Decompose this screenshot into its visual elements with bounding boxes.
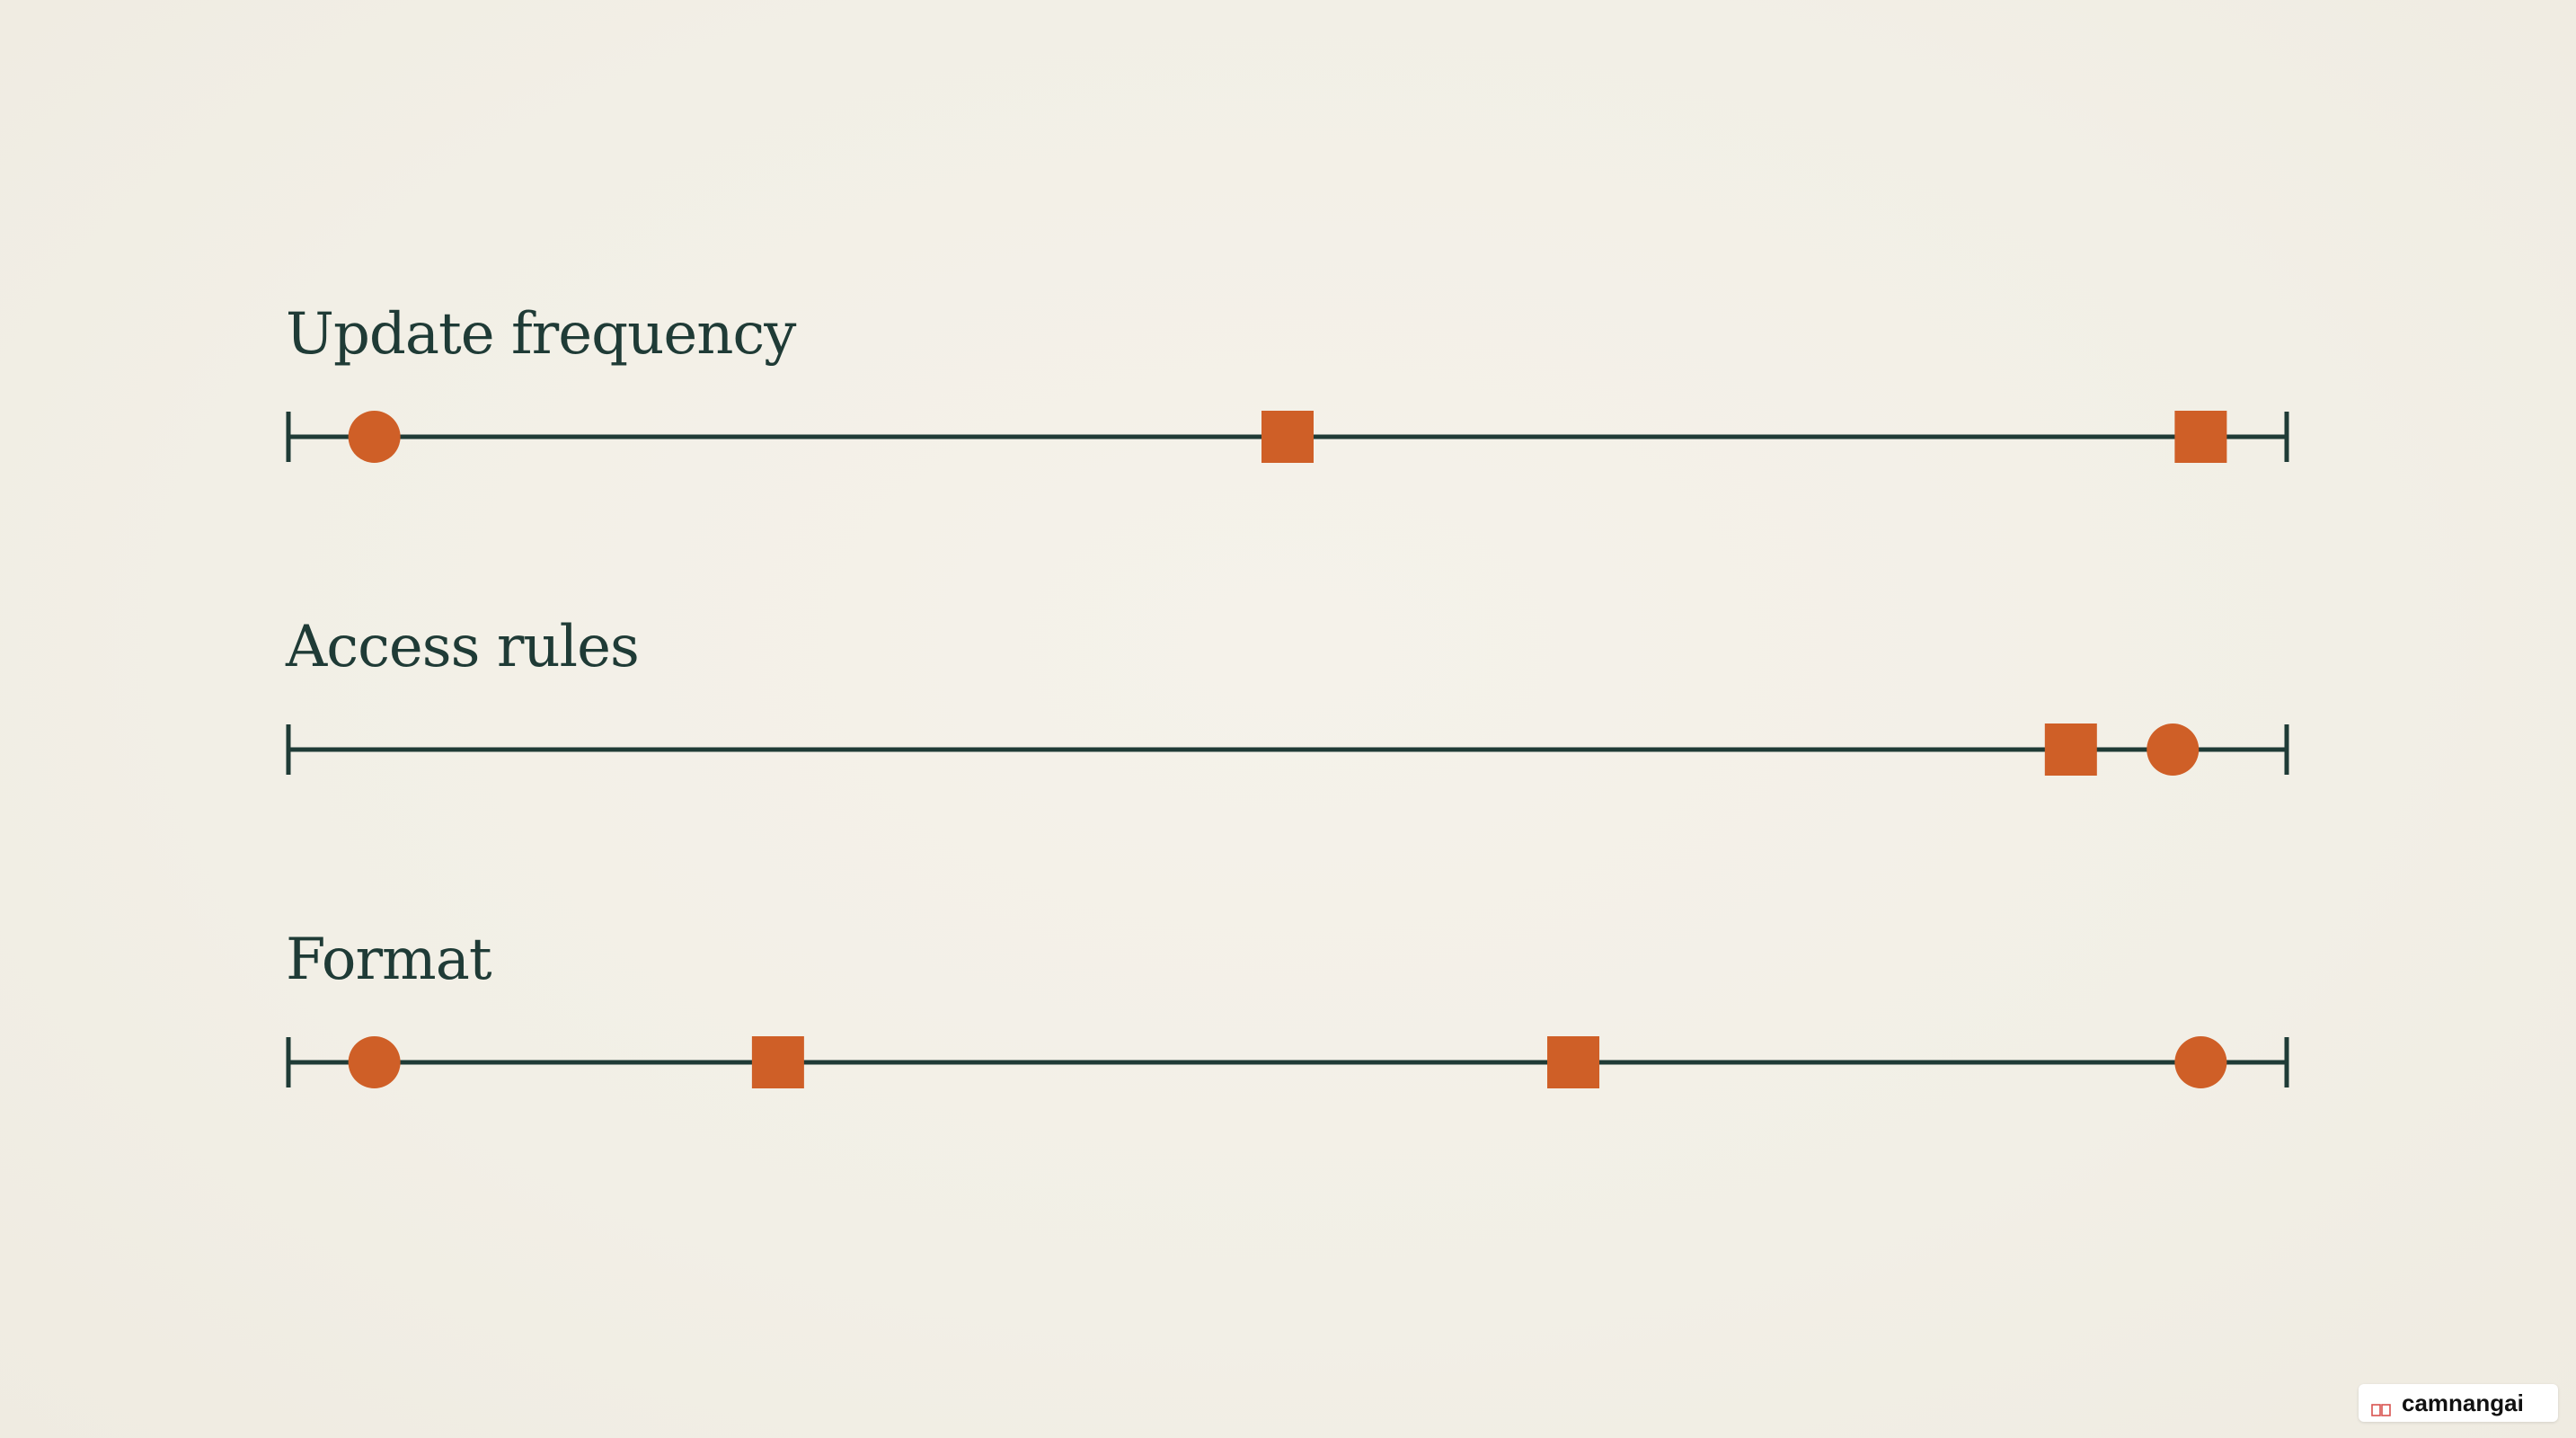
square-marker-format-3 [1547,1036,1600,1088]
watermark-text: camnangai [2402,1389,2524,1416]
circle-marker-format-1 [348,1036,401,1088]
square-marker-access-rules-1 [2044,723,2097,776]
watermark-badge: camnangai [2359,1384,2558,1422]
circle-marker-format-4 [2174,1036,2227,1088]
book-icon [2371,1396,2391,1416]
row-label-format: Format [286,927,492,993]
row-label-access-rules: Access rules [286,614,640,680]
square-marker-update-frequency-2 [1261,411,1314,463]
row-label-update-frequency: Update frequency [286,301,796,368]
circle-marker-update-frequency-1 [348,411,401,463]
circle-marker-access-rules-2 [2147,723,2200,776]
square-marker-format-2 [751,1036,804,1088]
square-marker-update-frequency-3 [2174,411,2227,463]
